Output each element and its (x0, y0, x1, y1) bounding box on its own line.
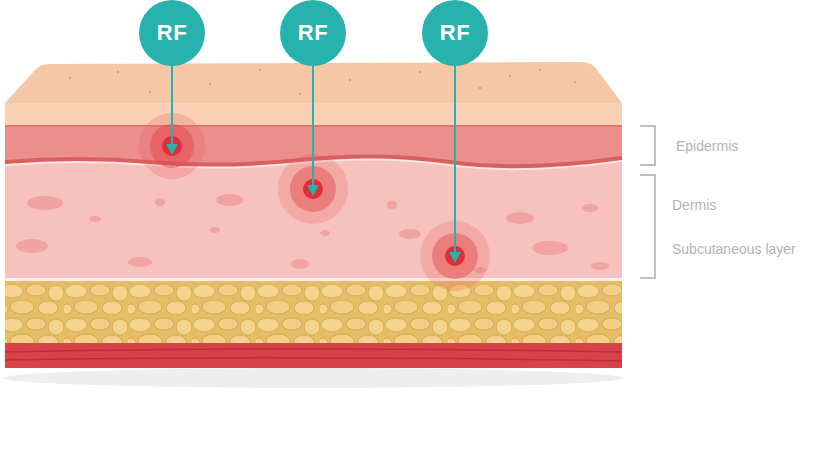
rf-lines (172, 60, 455, 253)
layer-brackets (640, 126, 655, 278)
rf-text: RF (298, 20, 328, 46)
rf-text: RF (440, 20, 470, 46)
layer-label: Subcutaneous layer (672, 241, 796, 257)
rf-text: RF (157, 20, 187, 46)
rf-circle: RF (422, 0, 488, 66)
layer-label: Epidermis (676, 138, 738, 154)
heat-spots (139, 113, 490, 291)
rf-circle: RF (280, 0, 346, 66)
rf-circle: RF (139, 0, 205, 66)
fat-layer (5, 281, 622, 345)
rf-arrowheads (166, 144, 461, 263)
muscle-layer (5, 343, 622, 368)
pores (69, 69, 577, 96)
layer-label: Dermis (672, 197, 716, 213)
shadow (3, 368, 623, 388)
muscle-lines (5, 349, 622, 361)
dermis-edge (5, 278, 622, 281)
